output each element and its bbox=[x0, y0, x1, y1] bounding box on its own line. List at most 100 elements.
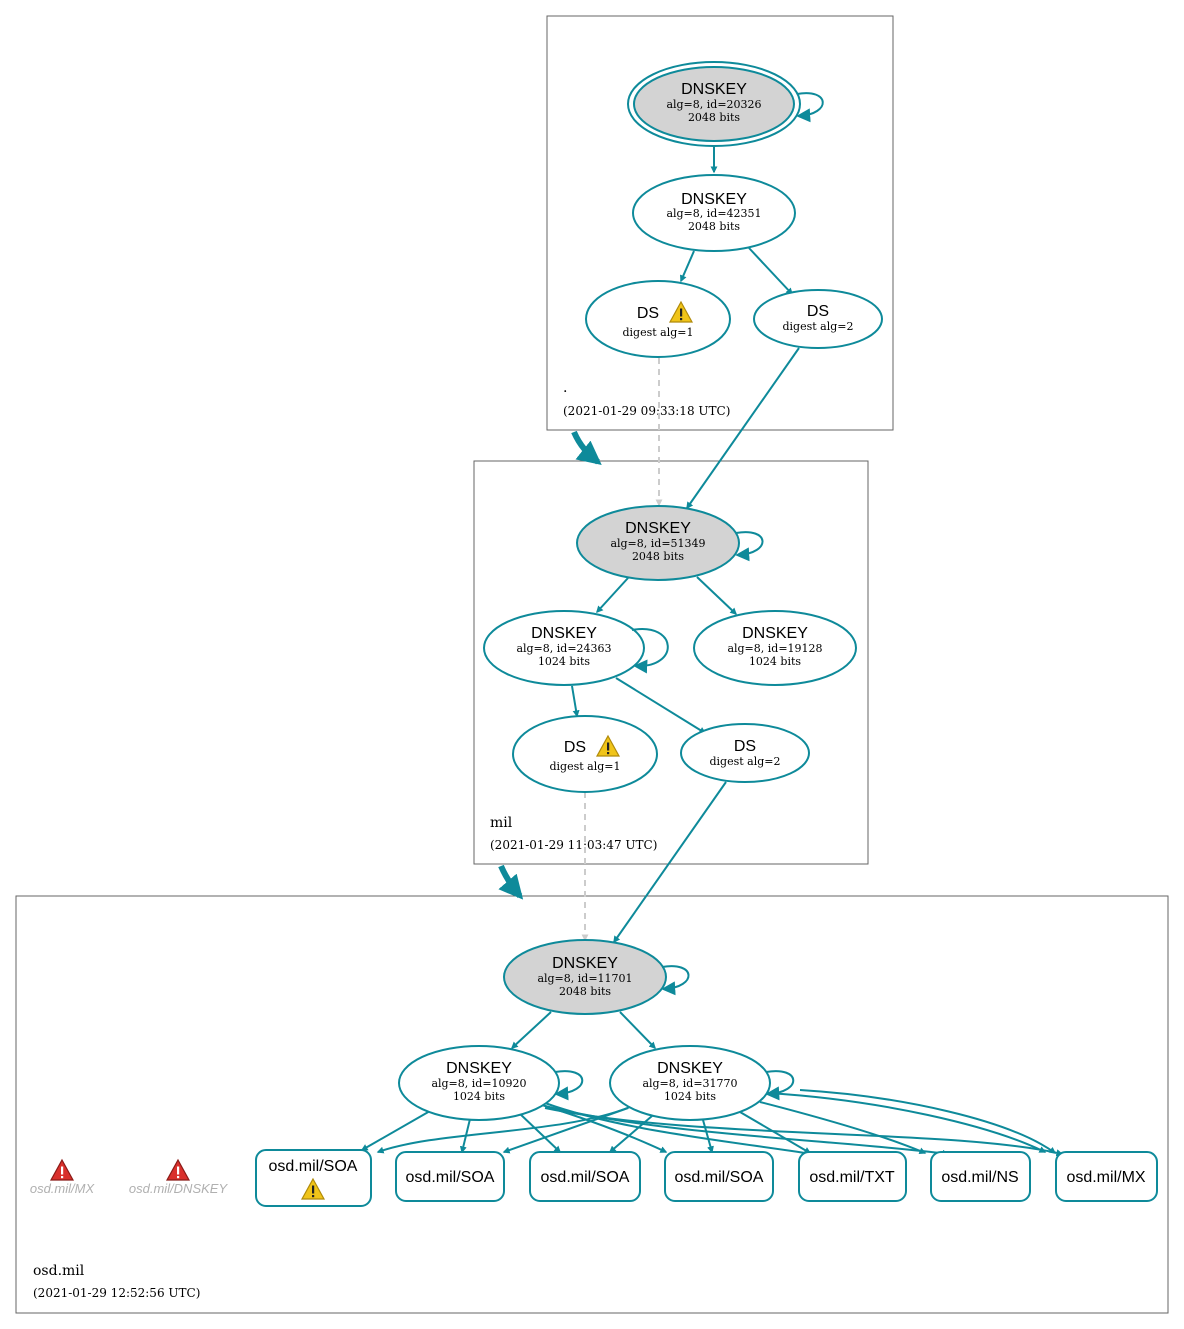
self-loop-mil-ksk bbox=[735, 531, 764, 562]
node-mil-ksk-alg: alg=8, id=51349 bbox=[610, 537, 705, 550]
rrset-soa-4-box bbox=[664, 1151, 774, 1202]
node-root-ds1-digest: digest alg=1 bbox=[622, 326, 693, 339]
node-root-zsk-title: DNSKEY bbox=[681, 191, 747, 208]
node-root-ksk-bits: 2048 bits bbox=[688, 111, 740, 124]
node-mil-zsk2-title: DNSKEY bbox=[742, 625, 808, 642]
rrset-ns[interactable]: osd.mil/NS bbox=[930, 1151, 1031, 1202]
rrset-txt-label: osd.mil/TXT bbox=[809, 1169, 895, 1186]
node-mil-zsk1[interactable]: DNSKEY alg=8, id=24363 1024 bits bbox=[483, 610, 669, 686]
node-root-ds2-oval bbox=[753, 289, 883, 349]
rrset-txt-box bbox=[798, 1151, 907, 1202]
edge-osdksk-zsk2 bbox=[619, 1011, 656, 1050]
node-mil-zsk2-bits: 1024 bits bbox=[749, 655, 801, 668]
node-mil-zsk1-bits: 1024 bits bbox=[538, 655, 590, 668]
node-root-ds1[interactable]: DS digest alg=1 bbox=[585, 280, 731, 358]
node-mil-ksk-bits: 2048 bits bbox=[632, 550, 684, 563]
warning-icon bbox=[595, 734, 621, 757]
edge-rootds2-milksk bbox=[686, 347, 800, 510]
edge-zsk2-mx-b bbox=[799, 1089, 1057, 1154]
zone-root-timestamp: (2021-01-29 09:33:18 UTC) bbox=[563, 404, 730, 418]
zone-osd-name: osd.mil bbox=[33, 1263, 85, 1279]
edge-zsk1-mx bbox=[544, 1107, 1064, 1157]
edge-milksk-zsk1 bbox=[596, 577, 629, 614]
node-mil-zsk1-alg: alg=8, id=24363 bbox=[516, 642, 611, 655]
rrset-soa-1[interactable]: osd.mil/SOA bbox=[255, 1149, 372, 1207]
edge-zsk2-ns bbox=[759, 1101, 927, 1155]
rrset-ns-label: osd.mil/NS bbox=[941, 1169, 1018, 1186]
node-osd-zsk2-oval bbox=[609, 1045, 771, 1121]
node-osd-ksk-alg: alg=8, id=11701 bbox=[537, 972, 632, 985]
node-osd-ksk-bits: 2048 bits bbox=[559, 985, 611, 998]
node-mil-ds1-title: DS bbox=[564, 739, 586, 756]
delegation-root-to-mil bbox=[571, 430, 602, 465]
node-osd-zsk2[interactable]: DNSKEY alg=8, id=31770 1024 bits bbox=[609, 1045, 795, 1121]
zone-osd-box bbox=[15, 895, 1169, 1314]
edge-milds2-osdksk bbox=[613, 781, 727, 944]
node-mil-zsk1-oval bbox=[483, 610, 645, 686]
node-root-zsk-oval bbox=[632, 174, 796, 252]
node-mil-ksk-oval bbox=[576, 505, 740, 581]
edge-zsk1-soa3 bbox=[517, 1111, 562, 1153]
node-osd-zsk1[interactable]: DNSKEY alg=8, id=10920 1024 bits bbox=[398, 1045, 584, 1121]
zone-mil: mil (2021-01-29 11:03:47 UTC) bbox=[473, 460, 869, 865]
rrset-mx[interactable]: osd.mil/MX bbox=[1055, 1151, 1158, 1202]
edge-milzsk1-ds2 bbox=[615, 677, 707, 734]
node-root-zsk[interactable]: DNSKEY alg=8, id=42351 2048 bits bbox=[632, 174, 796, 252]
node-osd-ksk[interactable]: DNSKEY alg=8, id=11701 2048 bits bbox=[503, 939, 690, 1015]
zone-root: . (2021-01-29 09:33:18 UTC) bbox=[546, 15, 894, 431]
node-mil-zsk2-alg: alg=8, id=19128 bbox=[727, 642, 822, 655]
node-osd-zsk2-alg: alg=8, id=31770 bbox=[642, 1077, 737, 1090]
rrset-soa-2[interactable]: osd.mil/SOA bbox=[395, 1151, 505, 1202]
missing-dnskey-label: osd.mil/DNSKEY bbox=[129, 1181, 229, 1196]
node-root-ksk-oval bbox=[633, 66, 795, 142]
zone-root-name: . bbox=[563, 380, 567, 396]
zone-mil-timestamp: (2021-01-29 11:03:47 UTC) bbox=[490, 838, 657, 852]
missing-mx-label: osd.mil/MX bbox=[30, 1181, 96, 1196]
rrset-soa-4-label: osd.mil/SOA bbox=[675, 1169, 764, 1186]
node-root-ds1-oval bbox=[585, 280, 731, 358]
node-osd-zsk1-title: DNSKEY bbox=[446, 1060, 512, 1077]
node-mil-ds1[interactable]: DS digest alg=1 bbox=[512, 715, 658, 793]
edge-zsk2-soa3 bbox=[608, 1115, 653, 1153]
rrset-soa-4[interactable]: osd.mil/SOA bbox=[664, 1151, 774, 1202]
edges bbox=[360, 147, 1064, 1157]
node-osd-zsk2-title: DNSKEY bbox=[657, 1060, 723, 1077]
node-mil-ds2[interactable]: DS digest alg=2 bbox=[680, 723, 810, 783]
missing-mx[interactable]: osd.mil/MX bbox=[30, 1158, 96, 1196]
edge-zsk2-soa1 bbox=[376, 1106, 631, 1154]
self-loop-mil-zsk1 bbox=[631, 628, 669, 674]
edge-rootzsk-ds2 bbox=[748, 247, 793, 296]
rrset-soa-3-box bbox=[529, 1151, 641, 1202]
node-mil-ksk-title: DNSKEY bbox=[625, 520, 691, 537]
node-root-ds2[interactable]: DS digest alg=2 bbox=[753, 289, 883, 349]
self-loop-osd-zsk2 bbox=[765, 1070, 795, 1101]
node-root-ksk[interactable]: DNSKEY alg=8, id=20326 2048 bits bbox=[627, 61, 824, 147]
edge-rootzsk-ds1 bbox=[680, 250, 695, 283]
rrset-soa-1-box bbox=[255, 1149, 372, 1207]
node-mil-ksk[interactable]: DNSKEY alg=8, id=51349 2048 bits bbox=[576, 505, 764, 581]
zone-osd: osd.mil (2021-01-29 12:52:56 UTC) bbox=[15, 895, 1169, 1314]
node-osd-ksk-title: DNSKEY bbox=[552, 955, 618, 972]
edge-milksk-zsk2 bbox=[696, 576, 738, 615]
node-mil-zsk2[interactable]: DNSKEY alg=8, id=19128 1024 bits bbox=[693, 610, 857, 686]
node-mil-ds2-digest: digest alg=2 bbox=[709, 755, 780, 768]
rrset-soa-3[interactable]: osd.mil/SOA bbox=[529, 1151, 641, 1202]
missing-dnskey[interactable]: osd.mil/DNSKEY bbox=[129, 1158, 229, 1196]
node-mil-ds2-oval bbox=[680, 723, 810, 783]
node-osd-zsk2-bits: 1024 bits bbox=[664, 1090, 716, 1103]
node-root-ksk-alg: alg=8, id=20326 bbox=[666, 98, 761, 111]
rrset-soa-2-box bbox=[395, 1151, 505, 1202]
edge-zsk2-mx bbox=[767, 1092, 1047, 1153]
node-root-ds2-title: DS bbox=[807, 303, 829, 320]
node-mil-ds1-digest: digest alg=1 bbox=[549, 760, 620, 773]
rrset-ns-box bbox=[930, 1151, 1031, 1202]
error-icon bbox=[49, 1158, 75, 1181]
rrset-soa-3-label: osd.mil/SOA bbox=[541, 1169, 630, 1186]
edge-zsk2-soa2 bbox=[502, 1107, 629, 1154]
node-root-ksk-outer-ring bbox=[627, 61, 801, 147]
edge-osdksk-zsk1 bbox=[510, 1011, 552, 1049]
node-root-zsk-alg: alg=8, id=42351 bbox=[666, 207, 761, 220]
rrset-txt[interactable]: osd.mil/TXT bbox=[798, 1151, 907, 1202]
